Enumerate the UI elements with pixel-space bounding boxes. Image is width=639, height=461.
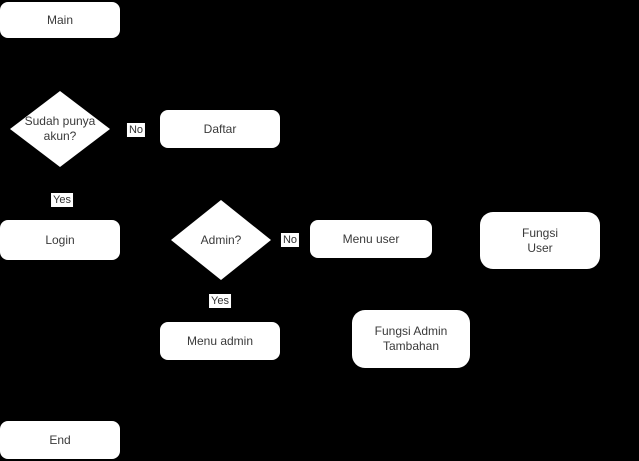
decision-sudah-punya-akun[interactable]: Sudah punya akun? [10,91,110,167]
node-main[interactable]: Main [0,2,120,38]
node-fungsi-user[interactable]: Fungsi User [480,212,600,269]
node-main-label: Main [46,12,73,27]
node-end-label: End [49,432,71,447]
node-menu-admin-label: Menu admin [186,333,254,348]
edge-label-admin-no: No [280,233,300,247]
node-menu-user-label: Menu user [342,231,400,246]
edge-label-admin-yes: Yes [209,294,231,308]
node-end[interactable]: End [0,421,120,459]
node-fungsi-user-label: Fungsi User [521,225,559,255]
node-login-label: Login [45,232,75,247]
node-login[interactable]: Login [0,220,120,260]
edge-label-akun-yes: Yes [51,193,73,207]
node-fungsi-admin-tambahan-label: Fungsi Admin Tambahan [374,324,448,353]
node-daftar[interactable]: Daftar [160,110,280,148]
node-menu-admin[interactable]: Menu admin [160,322,280,360]
decision-admin[interactable]: Admin? [171,200,271,280]
node-fungsi-admin-tambahan[interactable]: Fungsi Admin Tambahan [352,310,470,368]
node-menu-user[interactable]: Menu user [310,220,432,258]
decision-sudah-punya-akun-label: Sudah punya akun? [24,114,96,143]
edge-label-akun-no: No [126,123,146,137]
node-daftar-label: Daftar [203,121,237,136]
decision-admin-label: Admin? [200,232,242,247]
